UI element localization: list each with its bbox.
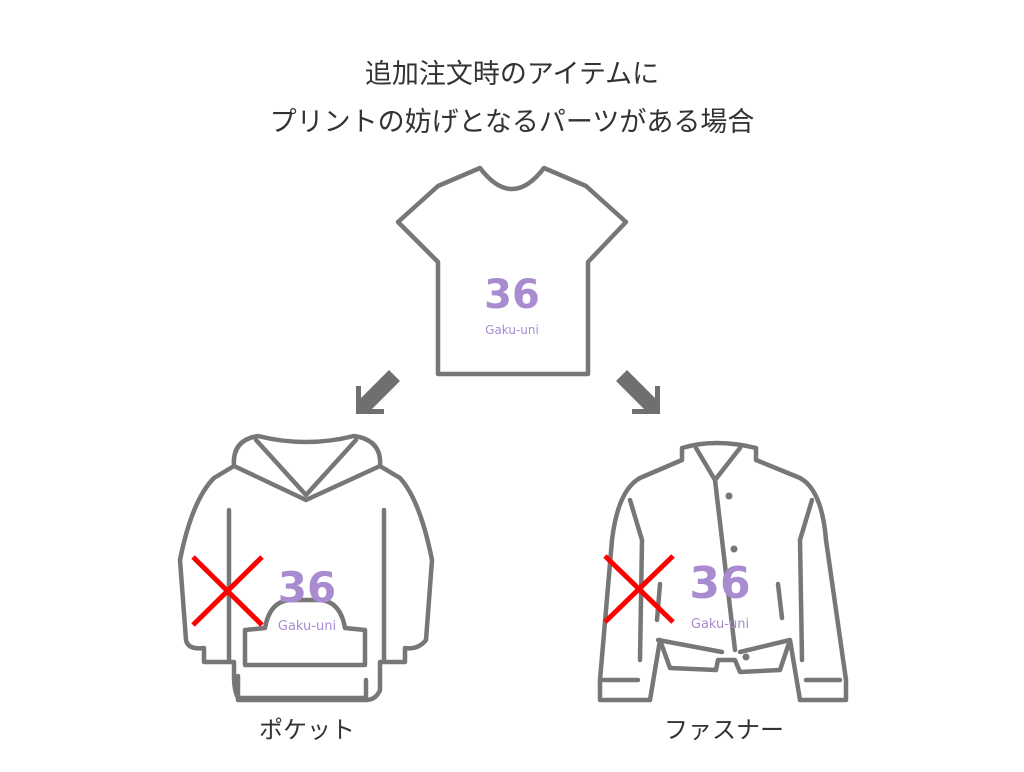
label-zipper: ファスナー <box>664 716 784 744</box>
hoodie-illustration: 36 Gaku-uni <box>177 433 435 703</box>
cross-mark-icon <box>603 554 675 624</box>
logo-text: Gaku-uni <box>485 323 539 337</box>
jacket-illustration: 36 Gaku-uni <box>597 440 849 703</box>
logo-number: 36 <box>278 563 336 612</box>
logo-text: Gaku-uni <box>691 617 749 632</box>
arrow-down-left-icon <box>356 370 400 414</box>
logo-text: Gaku-uni <box>278 619 336 634</box>
cross-mark-icon <box>191 555 264 627</box>
tshirt-illustration: 36 Gaku-uni <box>395 165 629 377</box>
title-line-1: 追加注文時のアイテムに <box>364 59 660 90</box>
logo-number: 36 <box>484 272 540 318</box>
logo-number: 36 <box>689 558 750 609</box>
title-line-2: プリントの妨げとなるパーツがある場合 <box>269 107 755 138</box>
arrow-down-right-icon <box>616 370 660 414</box>
label-pocket: ポケット <box>259 716 355 744</box>
